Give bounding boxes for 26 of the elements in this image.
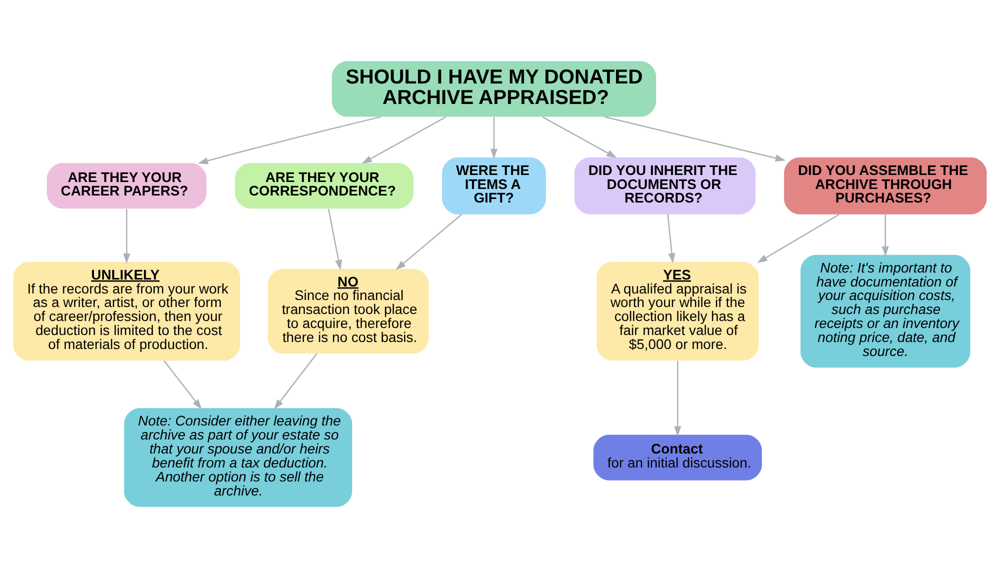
node-box: WERE THE ITEMS A GIFT? [442, 156, 546, 214]
arrow [667, 214, 676, 263]
node-box: ARE THEY YOUR CORRESPONDENCE? [234, 162, 414, 208]
arrow [542, 116, 617, 158]
arrow [198, 116, 382, 164]
arrow [123, 208, 130, 264]
arrow [362, 116, 446, 164]
node-box: ARE THEY YOUR CAREER PAPERS? [46, 162, 206, 208]
node-box: UNLIKELY If the records are from your work as a writer, artist, or other form of career/profession, then your deduction is limited to the cost of materials of production. [13, 261, 240, 360]
arrow [604, 116, 786, 162]
node-box: DID YOU ASSEMBLE THE ARCHIVE THROUGH PURCHASES? [784, 156, 987, 214]
arrow [274, 352, 318, 409]
arrow [674, 360, 682, 436]
arrow [490, 116, 498, 158]
node-box: SHOULD I HAVE MY DONATED ARCHIVE APPRAISED? [332, 60, 656, 116]
node-box: YES A qualifed appraisal is worth your while if the collection likely has a fair market value of $5,000 or more. [596, 261, 759, 360]
node-box: Note: It's important to have documentation of your acquisition costs, such as purchase receipts or an inventory noting price, date, and source. [800, 254, 970, 368]
arrow [882, 214, 889, 256]
node-box: Note: Consider either leaving the archive as part of your estate so that your spouse and/or heirs benefit from a tax deduction. Another option is to sell the archive. [124, 408, 352, 506]
arrow [396, 213, 462, 270]
arrow [164, 360, 202, 409]
arrow [757, 213, 840, 262]
node-box: Contact for an initial discussion. [593, 434, 762, 480]
arrow [328, 208, 342, 270]
node-box: NO Since no financial transaction took place to acquire, therefore there is no cost basis. [268, 268, 429, 354]
node-box: DID YOU INHERIT THE DOCUMENTS OR RECORDS? [574, 156, 756, 214]
